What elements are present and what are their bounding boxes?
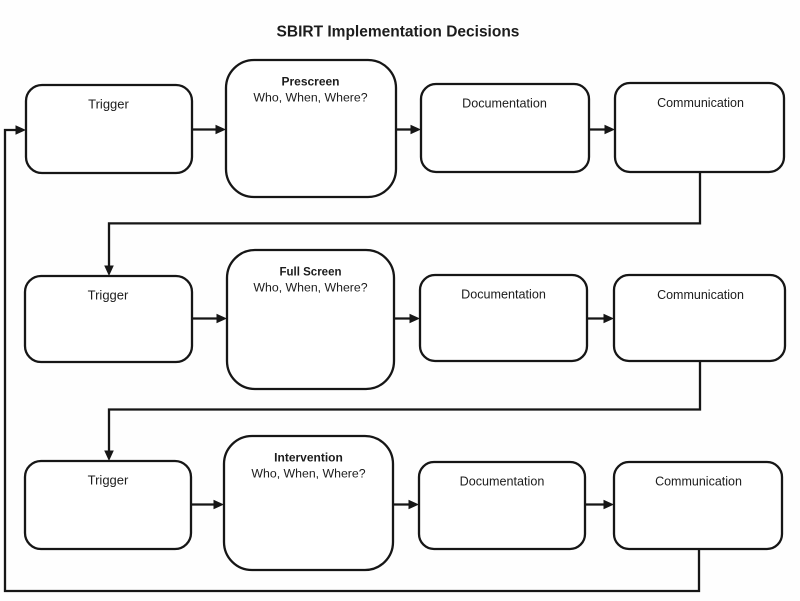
- svg-text:SBIRT Implementation Decisions: SBIRT Implementation Decisions: [277, 24, 520, 41]
- svg-text:Who, When, Where?: Who, When, Where?: [253, 280, 367, 294]
- svg-text:Trigger: Trigger: [88, 97, 129, 112]
- svg-text:Documentation: Documentation: [461, 288, 546, 302]
- svg-text:Prescreen: Prescreen: [281, 75, 339, 89]
- svg-text:Communication: Communication: [657, 96, 744, 110]
- svg-text:Communication: Communication: [655, 475, 742, 489]
- svg-text:Intervention: Intervention: [274, 451, 343, 465]
- svg-text:Who, When, Where?: Who, When, Where?: [251, 467, 365, 481]
- svg-text:Trigger: Trigger: [88, 288, 129, 303]
- svg-text:Trigger: Trigger: [88, 473, 129, 488]
- svg-text:Documentation: Documentation: [460, 475, 545, 489]
- svg-text:Documentation: Documentation: [462, 97, 547, 111]
- svg-text:Who, When, Where?: Who, When, Where?: [253, 91, 367, 105]
- svg-text:Communication: Communication: [657, 288, 744, 302]
- svg-text:Full Screen: Full Screen: [280, 266, 342, 278]
